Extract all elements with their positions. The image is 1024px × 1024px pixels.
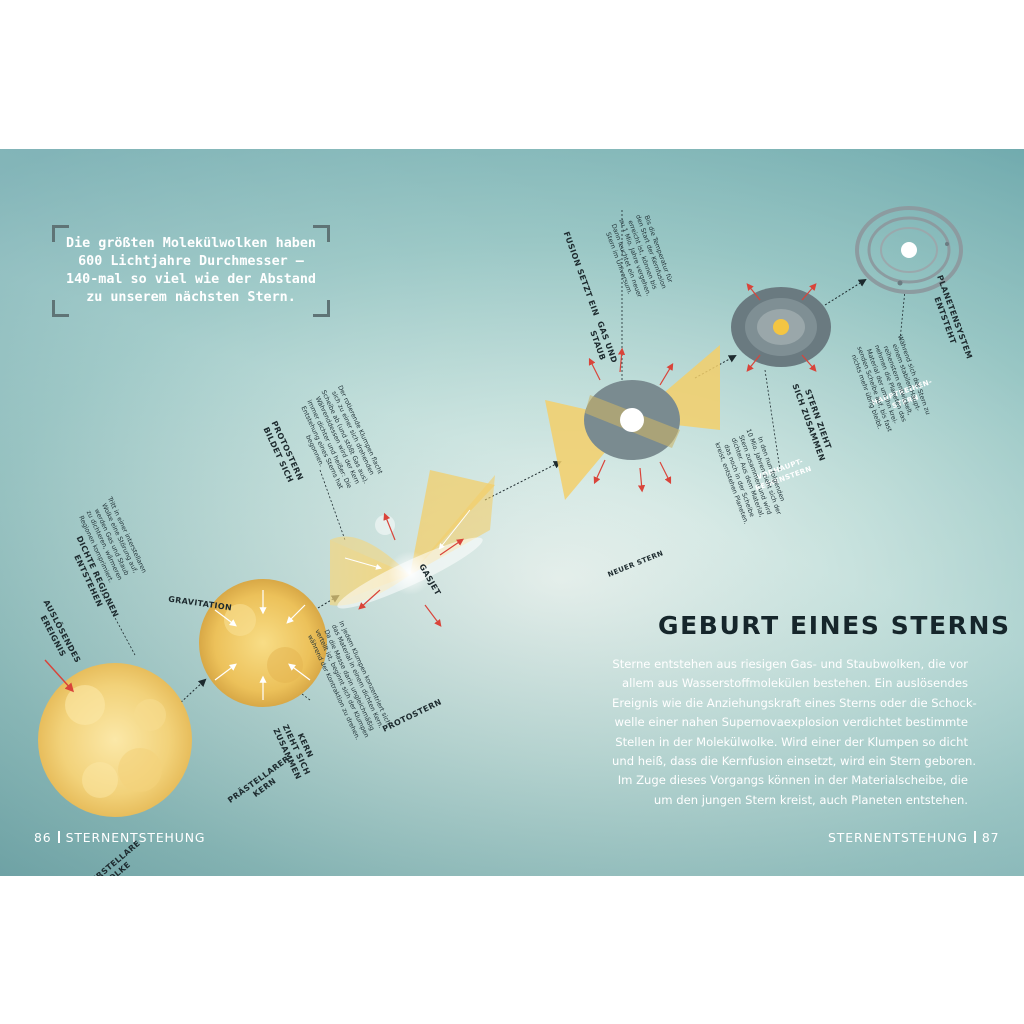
prestellar-core xyxy=(199,579,327,707)
body-text: Sterne entstehen aus riesigen Gas- und S… xyxy=(612,655,977,810)
body-line: Stellen in der Molekülwolke. Wird einer … xyxy=(615,734,968,749)
pre-main-sequence-star xyxy=(731,283,831,372)
interstellar-cloud xyxy=(38,659,192,817)
body-line: allem aus Wasserstoffmolekülen bestehen.… xyxy=(622,676,968,691)
book-spread: Die größten Molekülwolken haben 600 Lich… xyxy=(0,149,1024,876)
footer-separator xyxy=(57,831,60,843)
fact-box: Die größten Molekülwolken haben 600 Lich… xyxy=(52,225,330,317)
body-line: um den jungen Stern kreist, auch Planete… xyxy=(653,792,968,807)
page-number-right: 87 xyxy=(981,830,1000,845)
body-line: Sterne entstehen aus riesigen Gas- und S… xyxy=(612,657,968,671)
star-birth-illustration xyxy=(38,206,963,817)
fact-box-text: Die größten Molekülwolken haben 600 Lich… xyxy=(66,236,316,305)
body-line: Im Zuge dieses Vorgangs können in der Ma… xyxy=(617,773,968,788)
fact-box-corner xyxy=(313,300,330,317)
body-line: Ereignis wie die Anziehungskraft eines S… xyxy=(612,695,977,710)
page-number-left: 86 xyxy=(34,830,52,845)
fact-box-corner xyxy=(52,225,69,242)
fact-box-corner xyxy=(313,225,330,242)
body-line: und heiß, dass die Kernfusion einsetzt, … xyxy=(612,754,977,769)
footer-right: STERNENTSTEHUNG 87 xyxy=(828,830,999,845)
page-title: GEBURT EINES STERNS xyxy=(658,611,1011,640)
footer-left: 86 STERNENTSTEHUNG xyxy=(34,830,205,845)
section-name-left: STERNENTSTEHUNG xyxy=(65,830,206,845)
new-star xyxy=(545,345,720,500)
main-sequence-star xyxy=(855,206,963,294)
fact-box-corner xyxy=(52,300,69,317)
section-name-right: STERNENTSTEHUNG xyxy=(828,830,968,845)
protostar xyxy=(330,470,495,627)
footer-separator xyxy=(973,831,976,843)
body-line: welle einer nahen Supernovaexplosion ver… xyxy=(614,715,969,730)
